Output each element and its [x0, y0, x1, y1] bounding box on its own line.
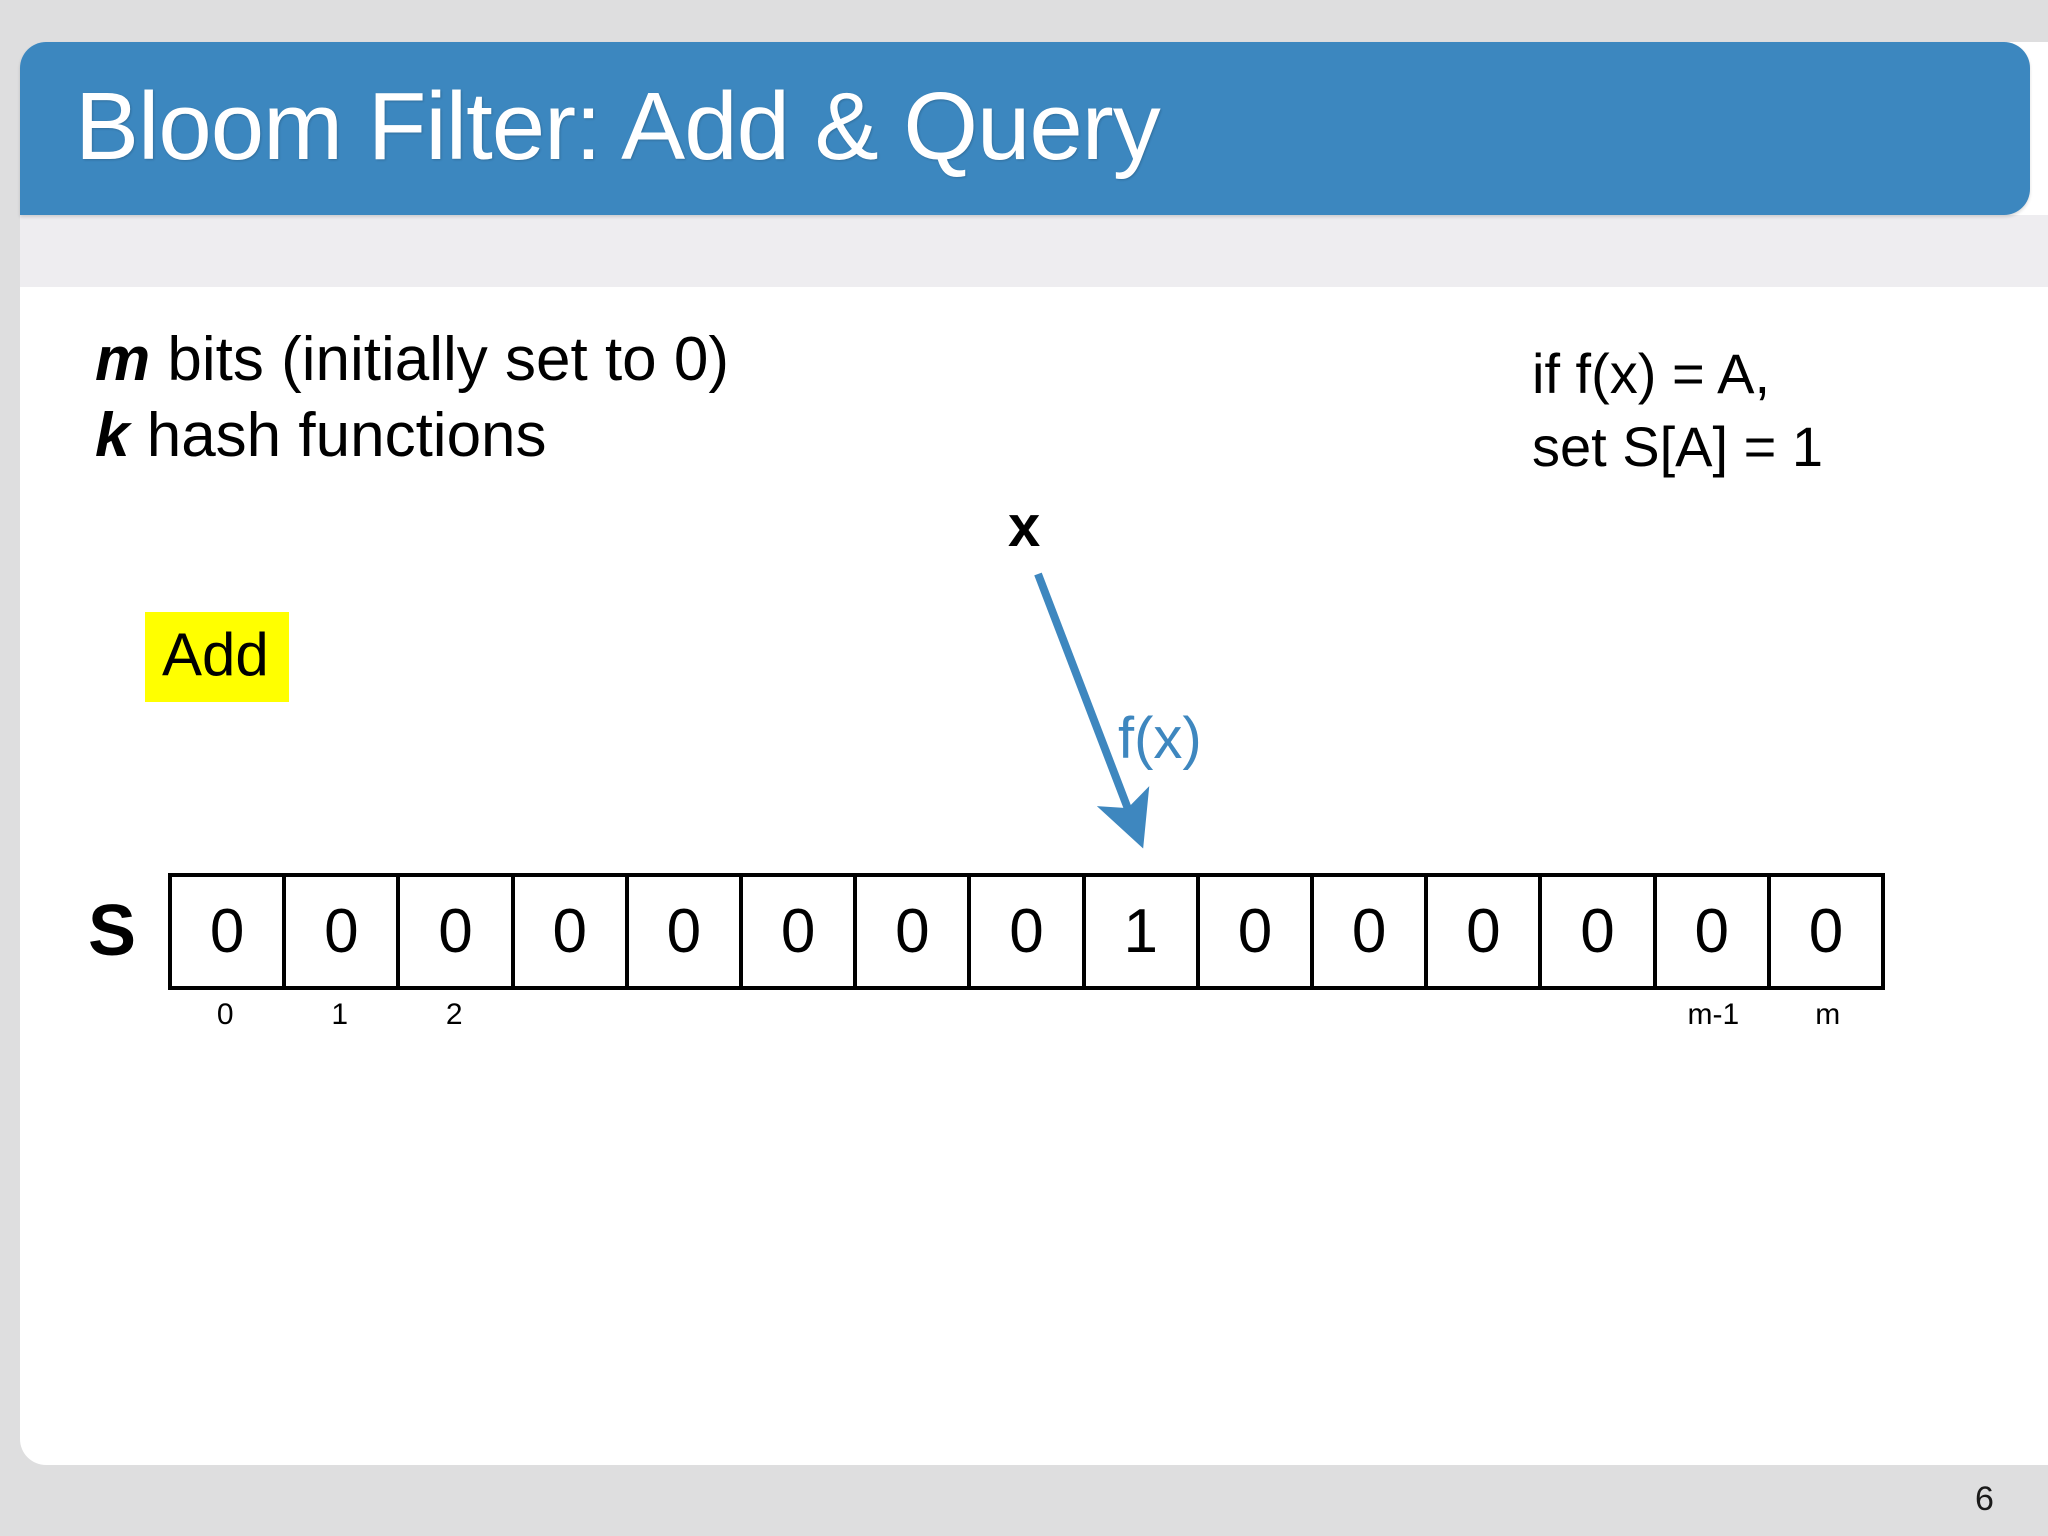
hash-function-label: f(x) [1118, 706, 1202, 771]
bit-cell[interactable]: 0 [1314, 877, 1429, 986]
bit-cell[interactable]: 0 [286, 877, 401, 986]
bit-cell[interactable]: 0 [1542, 877, 1657, 986]
page-number: 6 [1975, 1480, 1994, 1518]
bit-index-label [1542, 1000, 1656, 1040]
bit-cell[interactable]: 0 [515, 877, 629, 986]
rule-block: if f(x) = A, set S[A] = 1 [1532, 338, 1823, 484]
bit-array-index-row: 0 1 2 m-1 m [168, 1000, 1885, 1040]
bit-cell[interactable]: 0 [400, 877, 515, 986]
bit-index-label: m-1 [1687, 998, 1740, 1031]
bit-cell[interactable]: 0 [971, 877, 1086, 986]
bit-cell[interactable]: 0 [1808, 896, 1844, 966]
bit-cell[interactable]: 0 [743, 877, 858, 986]
bit-index-label [740, 1000, 854, 1040]
rule-line-1: if f(x) = A, [1532, 342, 1771, 405]
hash-arrow-icon [1034, 572, 1150, 849]
input-element-label: x [1008, 494, 1041, 559]
bit-index-label [511, 1000, 625, 1040]
bit-cell[interactable]: 0 [1657, 877, 1771, 986]
definition-line-1: m bits (initially set to 0) [95, 322, 729, 398]
add-operation-label: Add [145, 612, 289, 702]
bit-index-label [1313, 1000, 1427, 1040]
bit-index-label: m [1815, 998, 1841, 1031]
bit-cell[interactable]: 0 [629, 877, 744, 986]
bit-index-label: 2 [445, 998, 463, 1031]
bit-index-label [1198, 1000, 1312, 1040]
bit-cell[interactable]: 0 [172, 877, 287, 986]
rule-line-2: set S[A] = 1 [1532, 414, 1824, 478]
bit-cell[interactable]: 0 [1428, 877, 1543, 986]
bit-index-label: 1 [331, 998, 349, 1031]
bit-index-label [1427, 1000, 1541, 1040]
symbol-k: k [95, 401, 130, 471]
bit-array-name: S [88, 891, 137, 971]
bit-cell[interactable]: 0 [857, 877, 972, 986]
bit-index-label [1084, 1000, 1198, 1040]
bit-cell[interactable]: 1 [1086, 877, 1200, 986]
definition-line-2-text: hash functions [129, 401, 547, 471]
bit-index-label [855, 1000, 969, 1040]
bit-index-label: 0 [216, 998, 234, 1031]
definition-line-2: k hash functions [95, 398, 729, 474]
page-title: Bloom Filter: Add & Query [75, 72, 1161, 180]
definition-line-1-text: bits (initially set to 0) [150, 325, 729, 394]
bit-index-label [626, 1000, 740, 1040]
subtitle-band [20, 215, 2048, 287]
bit-cell[interactable]: 0 [1200, 877, 1315, 986]
bit-index-label [969, 1000, 1083, 1040]
symbol-m: m [95, 325, 151, 394]
slide-title-bar: Bloom Filter: Add & Query [20, 42, 2030, 215]
definition-block: m bits (initially set to 0) k hash funct… [95, 322, 729, 475]
